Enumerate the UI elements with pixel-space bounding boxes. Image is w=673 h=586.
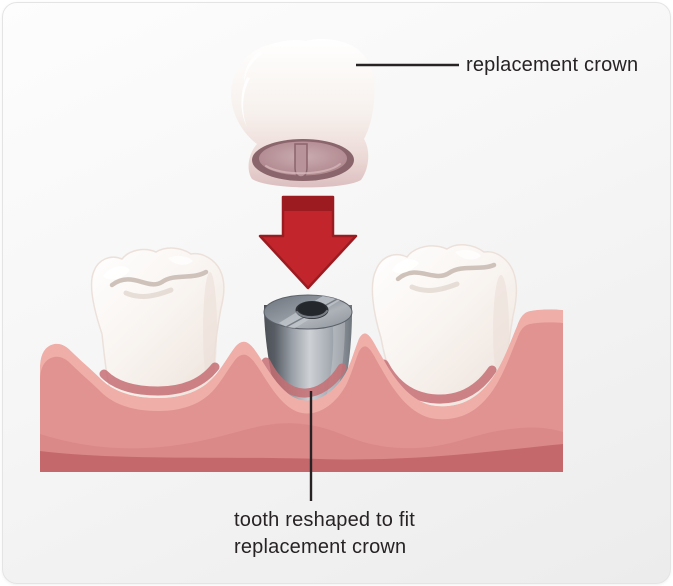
gum-bottom-band xyxy=(40,444,563,472)
arrow-top-shade xyxy=(283,197,333,211)
label-replacement-crown: replacement crown xyxy=(466,52,638,79)
left-socket-shadow xyxy=(99,362,220,396)
right-molar xyxy=(371,244,518,417)
left-molar-fissure xyxy=(109,269,209,288)
down-arrow-icon xyxy=(258,195,358,290)
right-molar-cusp-highlight-1 xyxy=(392,259,419,274)
left-molar-cusp-highlight-2 xyxy=(168,255,193,265)
gum-mid-shadow xyxy=(40,423,563,460)
left-molar-fissure-shadow xyxy=(123,287,174,299)
middle-socket-shadow xyxy=(261,357,347,398)
left-molar-side-shade xyxy=(203,272,217,388)
crown-left-highlight xyxy=(241,77,250,127)
label-replacement-crown-text: replacement crown xyxy=(466,54,639,76)
label-reshaped-tooth: tooth reshaped to fit replacement crown xyxy=(234,507,415,561)
right-molar-cusp-highlight-2 xyxy=(455,249,481,260)
abutment-hole-depth xyxy=(298,301,326,316)
crown-inner-slot xyxy=(294,143,308,178)
crown-top-highlight xyxy=(243,51,262,83)
gums xyxy=(40,309,563,472)
right-molar-fissure-shadow xyxy=(409,281,460,293)
replacement-crown-illustration xyxy=(231,38,375,188)
abutment-hole-rim-light xyxy=(296,310,328,319)
crown-inner-bottom-highlight xyxy=(265,163,341,175)
reshaped-tooth-abutment xyxy=(263,294,353,406)
right-molar-fissure xyxy=(395,262,497,282)
left-molar-cusp-highlight-1 xyxy=(103,266,130,280)
label-reshaped-tooth-line1: tooth reshaped to fit xyxy=(234,509,415,531)
gum-main-layer xyxy=(40,322,563,472)
label-reshaped-tooth-line2: replacement crown xyxy=(234,536,407,558)
